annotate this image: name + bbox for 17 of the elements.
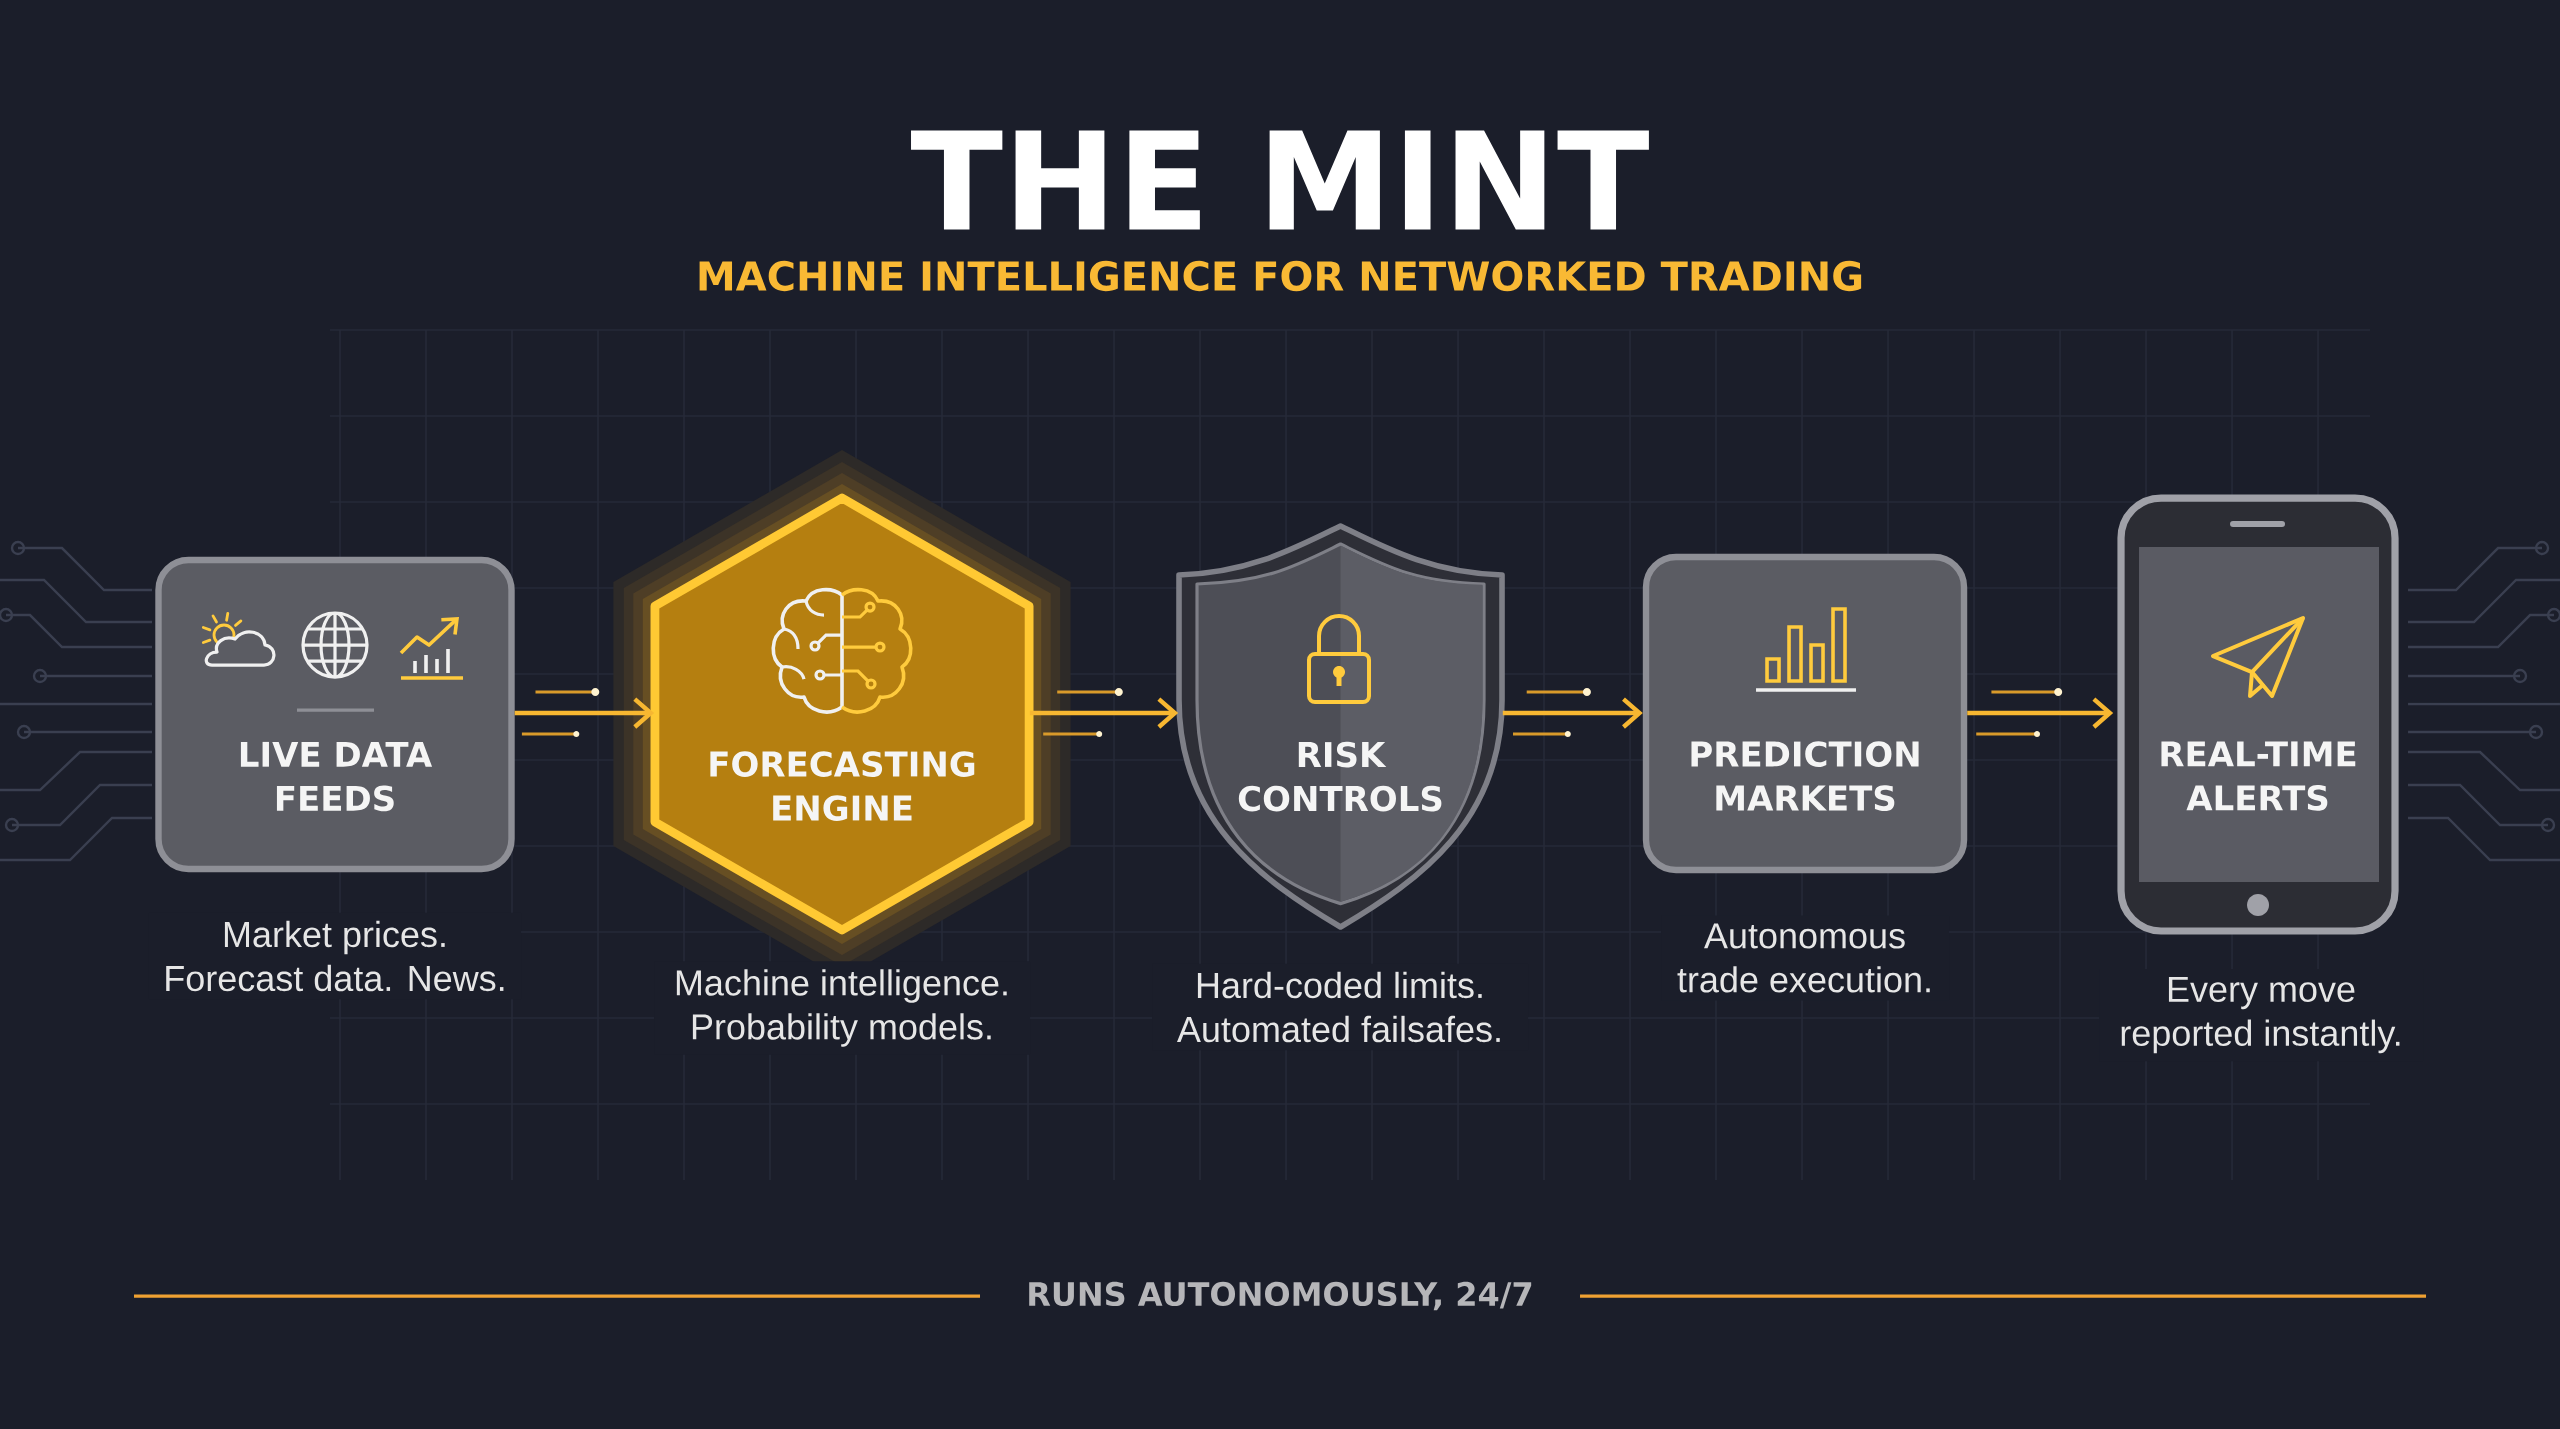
- arrow: [1502, 697, 1643, 729]
- arrow: [1029, 697, 1179, 729]
- title: THE MINT: [911, 130, 1649, 230]
- caption-text: Hard-coded limits. Automated failsafes.: [1152, 963, 1528, 1051]
- rounded-box: PREDICTION MARKETS: [1642, 553, 1968, 874]
- caption-text: Autonomous trade execution.: [1661, 915, 1950, 1001]
- footer-text: RUNS AUTONOMOUSLY, 24/7: [1029, 1281, 1532, 1311]
- caption-text: Every move reported instantly.: [2099, 968, 2424, 1062]
- smartphone-frame: REAL-TIME ALERTS: [2117, 494, 2399, 935]
- arrow: [1967, 697, 2114, 729]
- arrow: [514, 697, 655, 729]
- caption-text: Machine intelligence. Probability models.: [654, 961, 1030, 1055]
- shield: RISK CONTROLS: [1176, 523, 1505, 930]
- hexagon: FORECASTING ENGINE: [650, 493, 1034, 935]
- rounded-box: LIVE DATA FEEDS: [155, 556, 515, 873]
- caption-text: Market prices. Forecast data. News.: [149, 912, 521, 1000]
- subtitle: MACHINE INTELLIGENCE FOR NETWORKED TRADING: [699, 260, 1862, 292]
